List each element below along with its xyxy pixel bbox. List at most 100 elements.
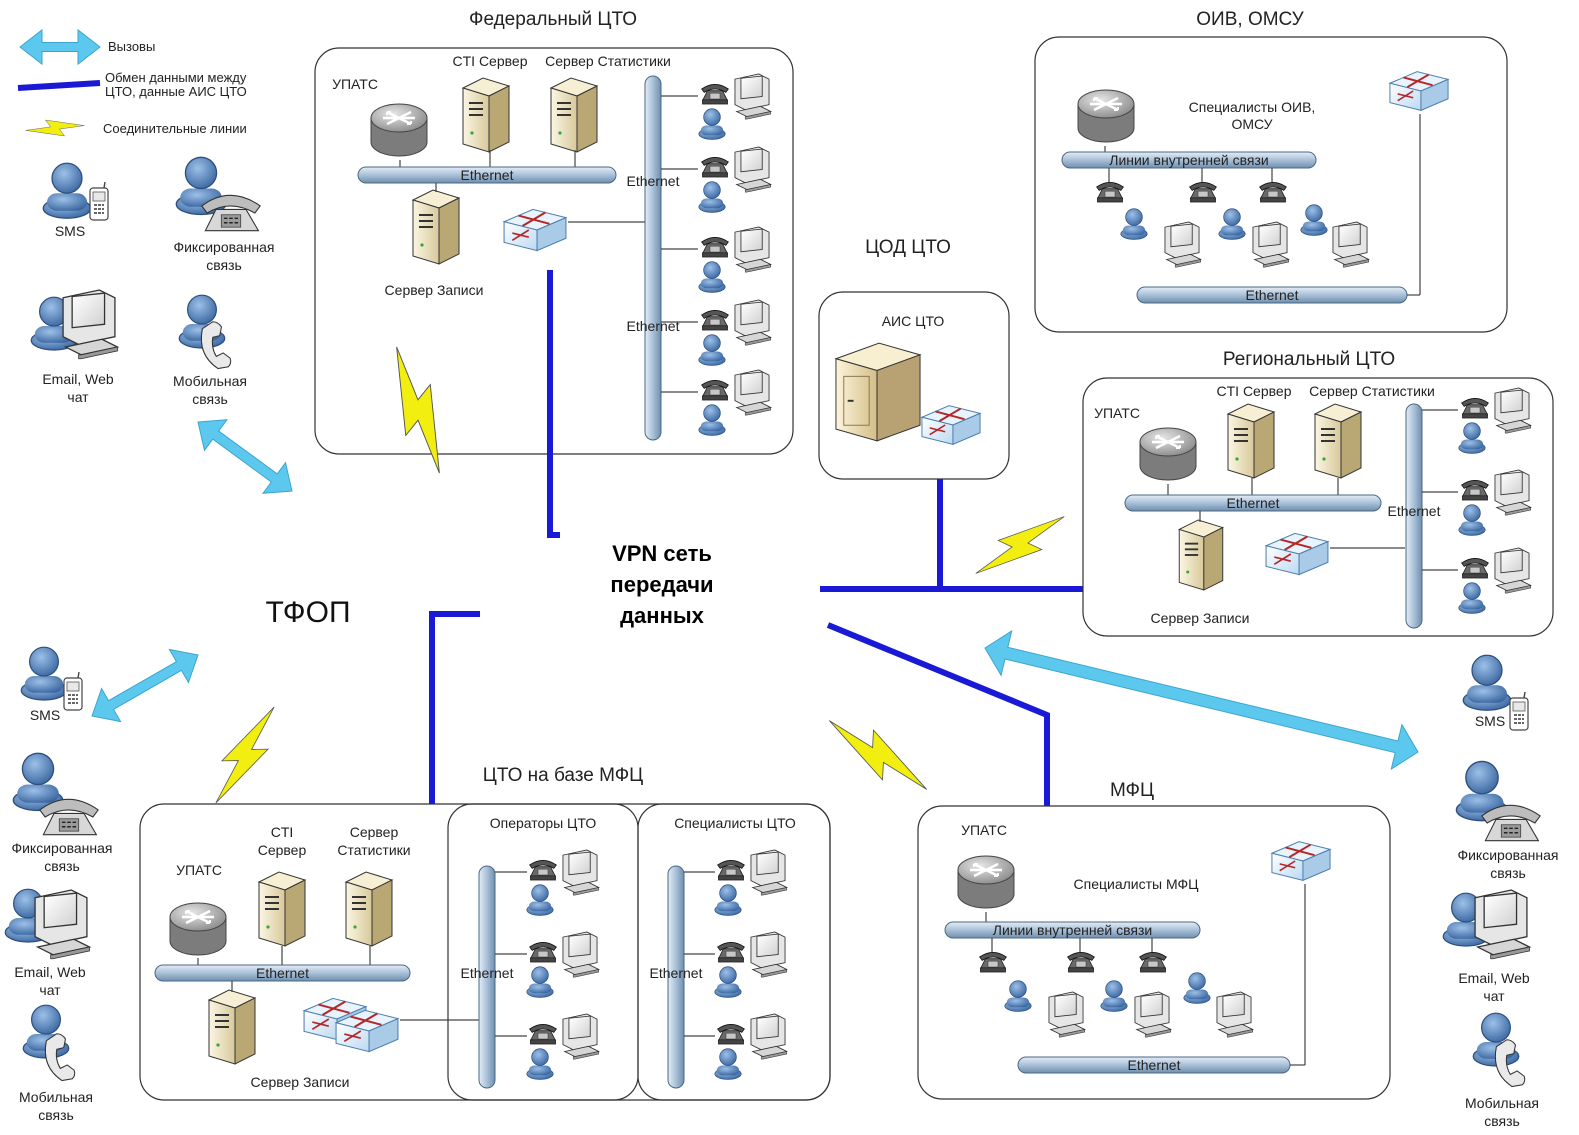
mfc-center-ethernet-bus bbox=[154, 964, 411, 982]
federal-ws-2-phone-icon bbox=[701, 156, 729, 178]
oiv-title: ОИВ, ОМСУ bbox=[1196, 9, 1304, 30]
mfc-center-op-ws-3-pc-icon bbox=[562, 1013, 600, 1060]
mfc-center-rec-server-icon bbox=[208, 989, 256, 1065]
federal-cti-label: CTI Сервер bbox=[453, 53, 528, 69]
federal-vbus-label-1: Ethernet bbox=[627, 173, 680, 189]
federal-pbx-icon bbox=[369, 102, 429, 158]
bl-sms-label: SMS bbox=[30, 707, 60, 723]
regional-ethernet-bus-label: Ethernet bbox=[1227, 495, 1280, 511]
r-email-pc-icon bbox=[1474, 889, 1531, 960]
mfc-center-op-ws-3-phone-icon bbox=[529, 1023, 557, 1045]
mfc-center-specialists-bus bbox=[667, 865, 685, 1089]
mfc-center-ethernet-bus-label: Ethernet bbox=[256, 965, 309, 981]
tl-sms-label: SMS bbox=[55, 223, 85, 239]
mfc-center-operators-bus-label: Ethernet bbox=[461, 965, 514, 981]
federal-vertical-bus bbox=[644, 75, 662, 441]
regional-ws-1-phone-icon bbox=[1461, 397, 1489, 419]
oiv-pc-3-icon bbox=[1332, 221, 1370, 268]
federal-ws-1-phone-icon bbox=[701, 83, 729, 105]
mfc-center-specialists-box bbox=[637, 803, 831, 1101]
regional-title: Региональный ЦТО bbox=[1223, 349, 1395, 370]
mfc-center-pbx-label: УПАТС bbox=[176, 862, 222, 878]
mfc-center-trunk-bolt-icon bbox=[215, 706, 275, 804]
mfc-center-operators-bus bbox=[478, 865, 496, 1089]
regional-ws-2-pc-icon bbox=[1494, 469, 1532, 516]
regional-ws-2-phone-icon bbox=[1461, 479, 1489, 501]
tl-email-pc-icon bbox=[62, 289, 119, 360]
federal-ws-5-pc-icon bbox=[734, 369, 772, 416]
mfc-center-sp-ws-2-pc-icon bbox=[750, 931, 788, 978]
federal-ws-4-pc-icon bbox=[734, 299, 772, 346]
federal-ws-5-phone-icon bbox=[701, 379, 729, 401]
bl-sms-mobile-icon bbox=[63, 671, 83, 711]
oiv-pc-2-icon bbox=[1252, 221, 1290, 268]
mfc-center-op-ws-2-pc-icon bbox=[562, 931, 600, 978]
mfc-center-pbx-icon bbox=[168, 901, 228, 957]
mfc-ethernet-bus-label: Ethernet bbox=[1128, 1057, 1181, 1073]
federal-ws-3-pc-icon bbox=[734, 226, 772, 273]
mfc-specialists-label: Специалисты МФЦ bbox=[1074, 876, 1200, 892]
mfc-center-stats-server-icon bbox=[345, 871, 393, 947]
mfc-center-sp-ws-1-pc-icon bbox=[750, 849, 788, 896]
federal-rec-server-icon bbox=[412, 189, 460, 265]
mfc-center-sp-ws-1-phone-icon bbox=[717, 859, 745, 881]
mfc-pc-3-icon bbox=[1216, 991, 1254, 1038]
regional-cti-server-icon bbox=[1227, 403, 1275, 479]
pstn-label: ТФОП bbox=[265, 596, 350, 629]
mfc-center-specialists-bus-label: Ethernet bbox=[650, 965, 703, 981]
mfc-internal-lines-bus-label: Линии внутренней связи bbox=[993, 922, 1152, 938]
tl-sms-mobile-icon bbox=[89, 181, 109, 221]
federal-ws-3-phone-icon bbox=[701, 236, 729, 258]
mfc-center-sp-ws-3-pc-icon bbox=[750, 1013, 788, 1060]
mfc-pc-2-icon bbox=[1134, 991, 1172, 1038]
bl-email-pc-icon bbox=[34, 889, 91, 960]
r-fixed-deskphone-icon bbox=[1481, 804, 1541, 842]
tl-sms-person-icon bbox=[42, 162, 92, 219]
oiv-pc-1-icon bbox=[1164, 221, 1202, 268]
federal-box bbox=[314, 47, 794, 455]
federal-ws-2-pc-icon bbox=[734, 146, 772, 193]
bl-mobile-handset-icon bbox=[44, 1033, 76, 1082]
tl-calls-arrow bbox=[197, 419, 293, 494]
mfc-pbx-label: УПАТС bbox=[961, 822, 1007, 838]
mfc-center-sp-ws-3-phone-icon bbox=[717, 1023, 745, 1045]
mfc-center-op-ws-1-phone-icon bbox=[529, 859, 557, 881]
mfc-internal-lines-bus bbox=[944, 921, 1201, 939]
cod-ais-tower-icon bbox=[835, 342, 921, 442]
legend-calls-arrow bbox=[19, 28, 101, 66]
regional-pbx-label: УПАТС bbox=[1094, 405, 1140, 421]
federal-cti-server-icon bbox=[462, 77, 510, 153]
mfc-phone-1-icon bbox=[979, 951, 1007, 973]
regional-vertical-bus bbox=[1405, 403, 1423, 629]
vpn-federal-link bbox=[547, 270, 560, 538]
mfc-phone-3-icon bbox=[1139, 951, 1167, 973]
regional-rec-server-icon bbox=[1178, 519, 1224, 591]
federal-ethernet-bus-label: Ethernet bbox=[461, 167, 514, 183]
regional-ethernet-bus bbox=[1124, 494, 1382, 512]
mfc-center-cti-server-icon bbox=[258, 871, 306, 947]
oiv-internal-lines-bus bbox=[1061, 151, 1317, 169]
regional-stats-label: Сервер Статистики bbox=[1309, 383, 1435, 399]
regional-vbus-label: Ethernet bbox=[1388, 503, 1441, 519]
federal-vbus-label-2: Ethernet bbox=[627, 318, 680, 334]
r-sms-mobile-icon bbox=[1509, 691, 1529, 731]
mfc-center-sp-ws-2-phone-icon bbox=[717, 941, 745, 963]
regional-stats-server-icon bbox=[1314, 403, 1362, 479]
oiv-phone-2-icon bbox=[1189, 181, 1217, 203]
bl-sms-person-icon bbox=[20, 646, 68, 701]
oiv-phone-3-icon bbox=[1259, 181, 1287, 203]
federal-rec-label: Сервер Записи bbox=[385, 282, 484, 298]
